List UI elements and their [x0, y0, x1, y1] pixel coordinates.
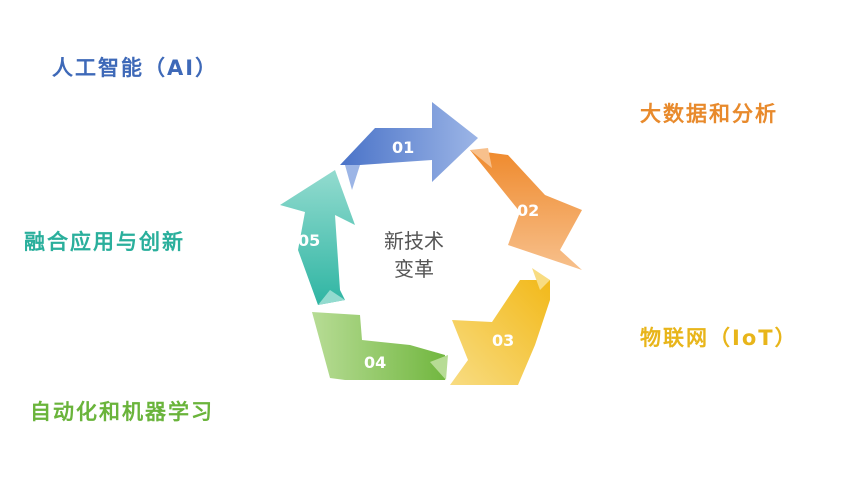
step-04-number: 04	[364, 353, 386, 372]
step-04-arrow: 04	[312, 312, 448, 380]
label-data: 大数据和分析	[640, 102, 778, 126]
center-title-line2: 变革	[394, 257, 434, 281]
step-01-arrow: 01	[340, 102, 478, 190]
step-05-number: 05	[298, 231, 320, 250]
label-ai: 人工智能（AI）	[52, 56, 219, 80]
step-03-number: 03	[492, 331, 514, 350]
label-fusion: 融合应用与创新	[24, 230, 185, 254]
label-automation: 自动化和机器学习	[30, 400, 214, 424]
step-01-number: 01	[392, 138, 414, 157]
step-05-arrow: 05	[280, 170, 355, 305]
center-title-line1: 新技术	[384, 229, 444, 253]
label-iot: 物联网（IoT）	[640, 326, 798, 350]
step-02-arrow: 02	[470, 148, 582, 270]
step-03-arrow: 03	[450, 268, 550, 385]
step-02-number: 02	[517, 201, 539, 220]
